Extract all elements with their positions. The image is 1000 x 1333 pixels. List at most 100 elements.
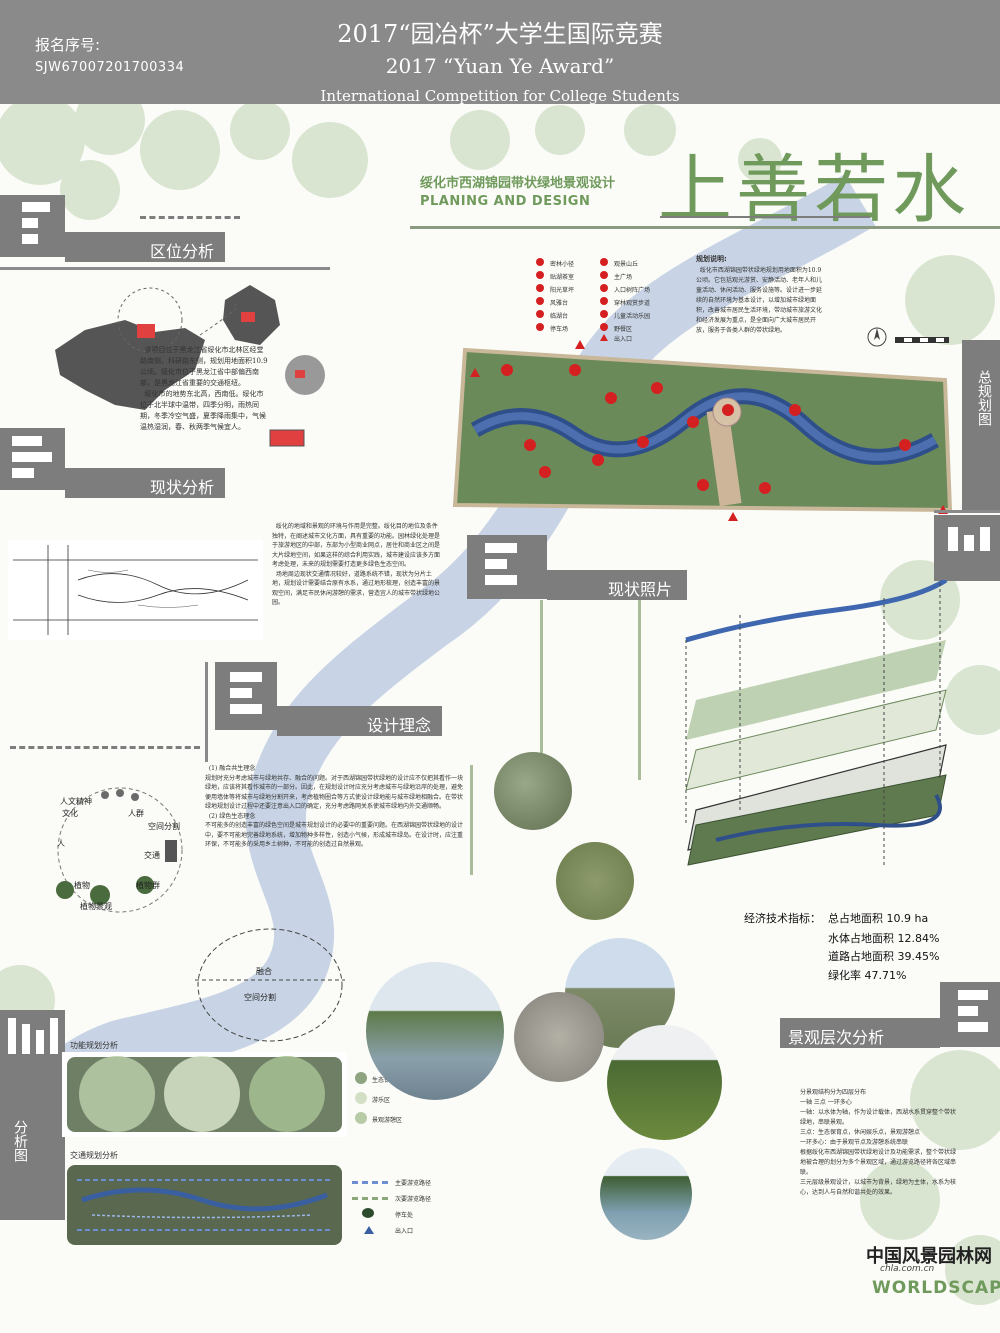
location-section-bar xyxy=(65,232,225,262)
location-section-notch xyxy=(22,218,38,228)
concept-label: 空间分割 xyxy=(148,822,180,831)
concept-label: 人群 xyxy=(128,809,144,818)
layers-section-notch xyxy=(958,990,988,1000)
marker-icon xyxy=(600,323,608,331)
traffic-legend-line xyxy=(352,1181,388,1184)
header-bar: 报名序号: SJW67007201700334 2017“园冶杯”大学生国际竞赛… xyxy=(0,0,1000,105)
layout-block-notch xyxy=(964,535,974,551)
master-plan-map xyxy=(452,347,953,513)
traffic-legend-label: 停车处 xyxy=(395,1212,414,1219)
layout-block-notch xyxy=(948,527,958,551)
layout-block-notch xyxy=(980,527,990,551)
traffic-analysis-map xyxy=(67,1165,342,1245)
status-section-title: 现状分析 xyxy=(150,478,215,497)
entrance-icon xyxy=(728,512,738,521)
location-section-notch xyxy=(22,202,50,212)
photos-section-notch xyxy=(485,559,507,569)
dashed-ellipse xyxy=(195,928,345,1042)
status-section-notch xyxy=(12,452,52,462)
plan-description-text: 绥化市西湖锦园带状绿地规划用地面积为10.9公顷。它包括观光游赏、安静活动、老年… xyxy=(696,267,823,334)
site-photo xyxy=(600,1148,692,1240)
plan-description-title: 规划说明: xyxy=(696,255,727,263)
function-legend-dot xyxy=(355,1112,367,1124)
function-analysis-title: 功能规划分析 xyxy=(70,1041,118,1050)
photos-rule xyxy=(540,600,543,780)
traffic-legend-label: 出入口 xyxy=(395,1228,414,1235)
title-cn: 2017“园冶杯”大学生国际竞赛 xyxy=(337,20,663,48)
entrance-icon xyxy=(600,334,608,341)
traffic-legend-label: 主要游览路径 xyxy=(395,1180,432,1187)
plan-legend-item: 儿童活动乐园 xyxy=(614,313,651,320)
function-legend-label: 景观游憩区 xyxy=(372,1117,403,1124)
concept-circle xyxy=(56,787,183,913)
status-section-notch xyxy=(12,468,34,478)
plan-legend-box: 密林小径 贴湖茶室 阳光草坪 风雅台 临湖台 停车场 观景山丘 主广场 入口树阵… xyxy=(528,250,678,343)
plan-legend-item: 密林小径 xyxy=(550,261,575,268)
marker-icon xyxy=(600,284,608,292)
title-rule xyxy=(410,226,1000,229)
ellipse-label: 融合 xyxy=(256,967,272,976)
concept-section-title: 设计理念 xyxy=(367,716,432,735)
site-photo xyxy=(607,1025,722,1140)
economics-row: 总占地面积 10.9 ha xyxy=(828,912,929,925)
plan-legend-item: 停车场 xyxy=(550,326,569,333)
function-analysis-map xyxy=(62,1052,347,1137)
traffic-legend-line xyxy=(352,1197,388,1200)
status-section-notch xyxy=(12,436,42,446)
plan-legend-item: 主广场 xyxy=(614,274,633,281)
economics-row: 水体占地面积 12.84% xyxy=(828,932,940,945)
analysis-section-notch xyxy=(36,1030,44,1054)
concept-label: 人文精神 xyxy=(60,797,92,806)
entrance-icon xyxy=(938,505,948,514)
location-section-title: 区位分析 xyxy=(150,242,215,261)
concept-section-bar xyxy=(277,706,442,736)
plan-legend-item: 野餐区 xyxy=(614,326,633,333)
concept-section-notch xyxy=(230,688,252,698)
parking-icon xyxy=(362,1208,374,1218)
photos-section-title: 现状照片 xyxy=(608,580,673,599)
concept-section-notch xyxy=(230,672,262,682)
brand-logo-en: WORLDSCAPE xyxy=(872,1278,1000,1298)
project-subtitle-en: PLANING AND DESIGN xyxy=(420,194,591,209)
plan-legend-item: 临湖台 xyxy=(550,313,569,320)
photos-rule xyxy=(638,600,641,780)
plan-legend-item: 出入口 xyxy=(614,336,633,343)
location-section-notch xyxy=(22,234,38,244)
concept-text: (1) 融合共生理念 规划时充分考虑城市与绿地共存、融合的问题。对于西湖锦园带状… xyxy=(205,765,464,848)
function-legend-label: 游乐区 xyxy=(372,1097,391,1104)
marker-icon xyxy=(536,271,544,279)
economics-row: 绿化率 47.71% xyxy=(828,969,907,982)
layers-text: 分景观结构分为四层分布 一轴 三点 一环多心 一轴：以水体为轴，作为设计载体，西… xyxy=(800,1089,957,1196)
concept-rule xyxy=(205,662,208,762)
marker-icon xyxy=(600,310,608,318)
site-photo xyxy=(366,962,504,1100)
concept-label: 植物 xyxy=(74,881,90,890)
economics-label: 经济技术指标： xyxy=(744,912,821,925)
marker-icon xyxy=(536,284,544,292)
status-site-drawing xyxy=(8,540,263,640)
title-rule-short xyxy=(660,216,870,218)
economics-row: 道路占地面积 39.45% xyxy=(828,950,940,963)
photos-section-bar xyxy=(547,570,687,600)
project-big-title: 上善若水 xyxy=(658,147,970,233)
scale-bar xyxy=(895,337,949,343)
marker-icon xyxy=(536,258,544,266)
entrance-icon xyxy=(575,340,585,349)
status-section-bar xyxy=(65,468,225,498)
brand-logo-cn: 中国风景园林网 xyxy=(866,1246,992,1267)
concept-dashes xyxy=(10,746,200,749)
layers-section-title: 景观层次分析 xyxy=(788,1028,885,1047)
photos-section-notch xyxy=(485,575,517,585)
title-en: 2017 “Yuan Ye Award” xyxy=(385,54,615,78)
traffic-legend-label: 次要游览路径 xyxy=(395,1196,432,1203)
compass-icon xyxy=(867,327,887,347)
concept-label: 植物景观 xyxy=(80,902,112,911)
photos-section-notch xyxy=(485,543,517,553)
entrance-icon xyxy=(364,1226,374,1234)
status-text: 绥化的地域和景观的环境与作用是完整。绥化目的地位及条件独特，在阐述城市文化方面，… xyxy=(272,523,441,606)
site-photo xyxy=(494,752,572,830)
layers-section-notch xyxy=(958,1022,988,1032)
master-plan-section-title: 总规划图 xyxy=(976,370,992,426)
registration-label: 报名序号: xyxy=(35,36,101,54)
location-map xyxy=(55,285,325,447)
